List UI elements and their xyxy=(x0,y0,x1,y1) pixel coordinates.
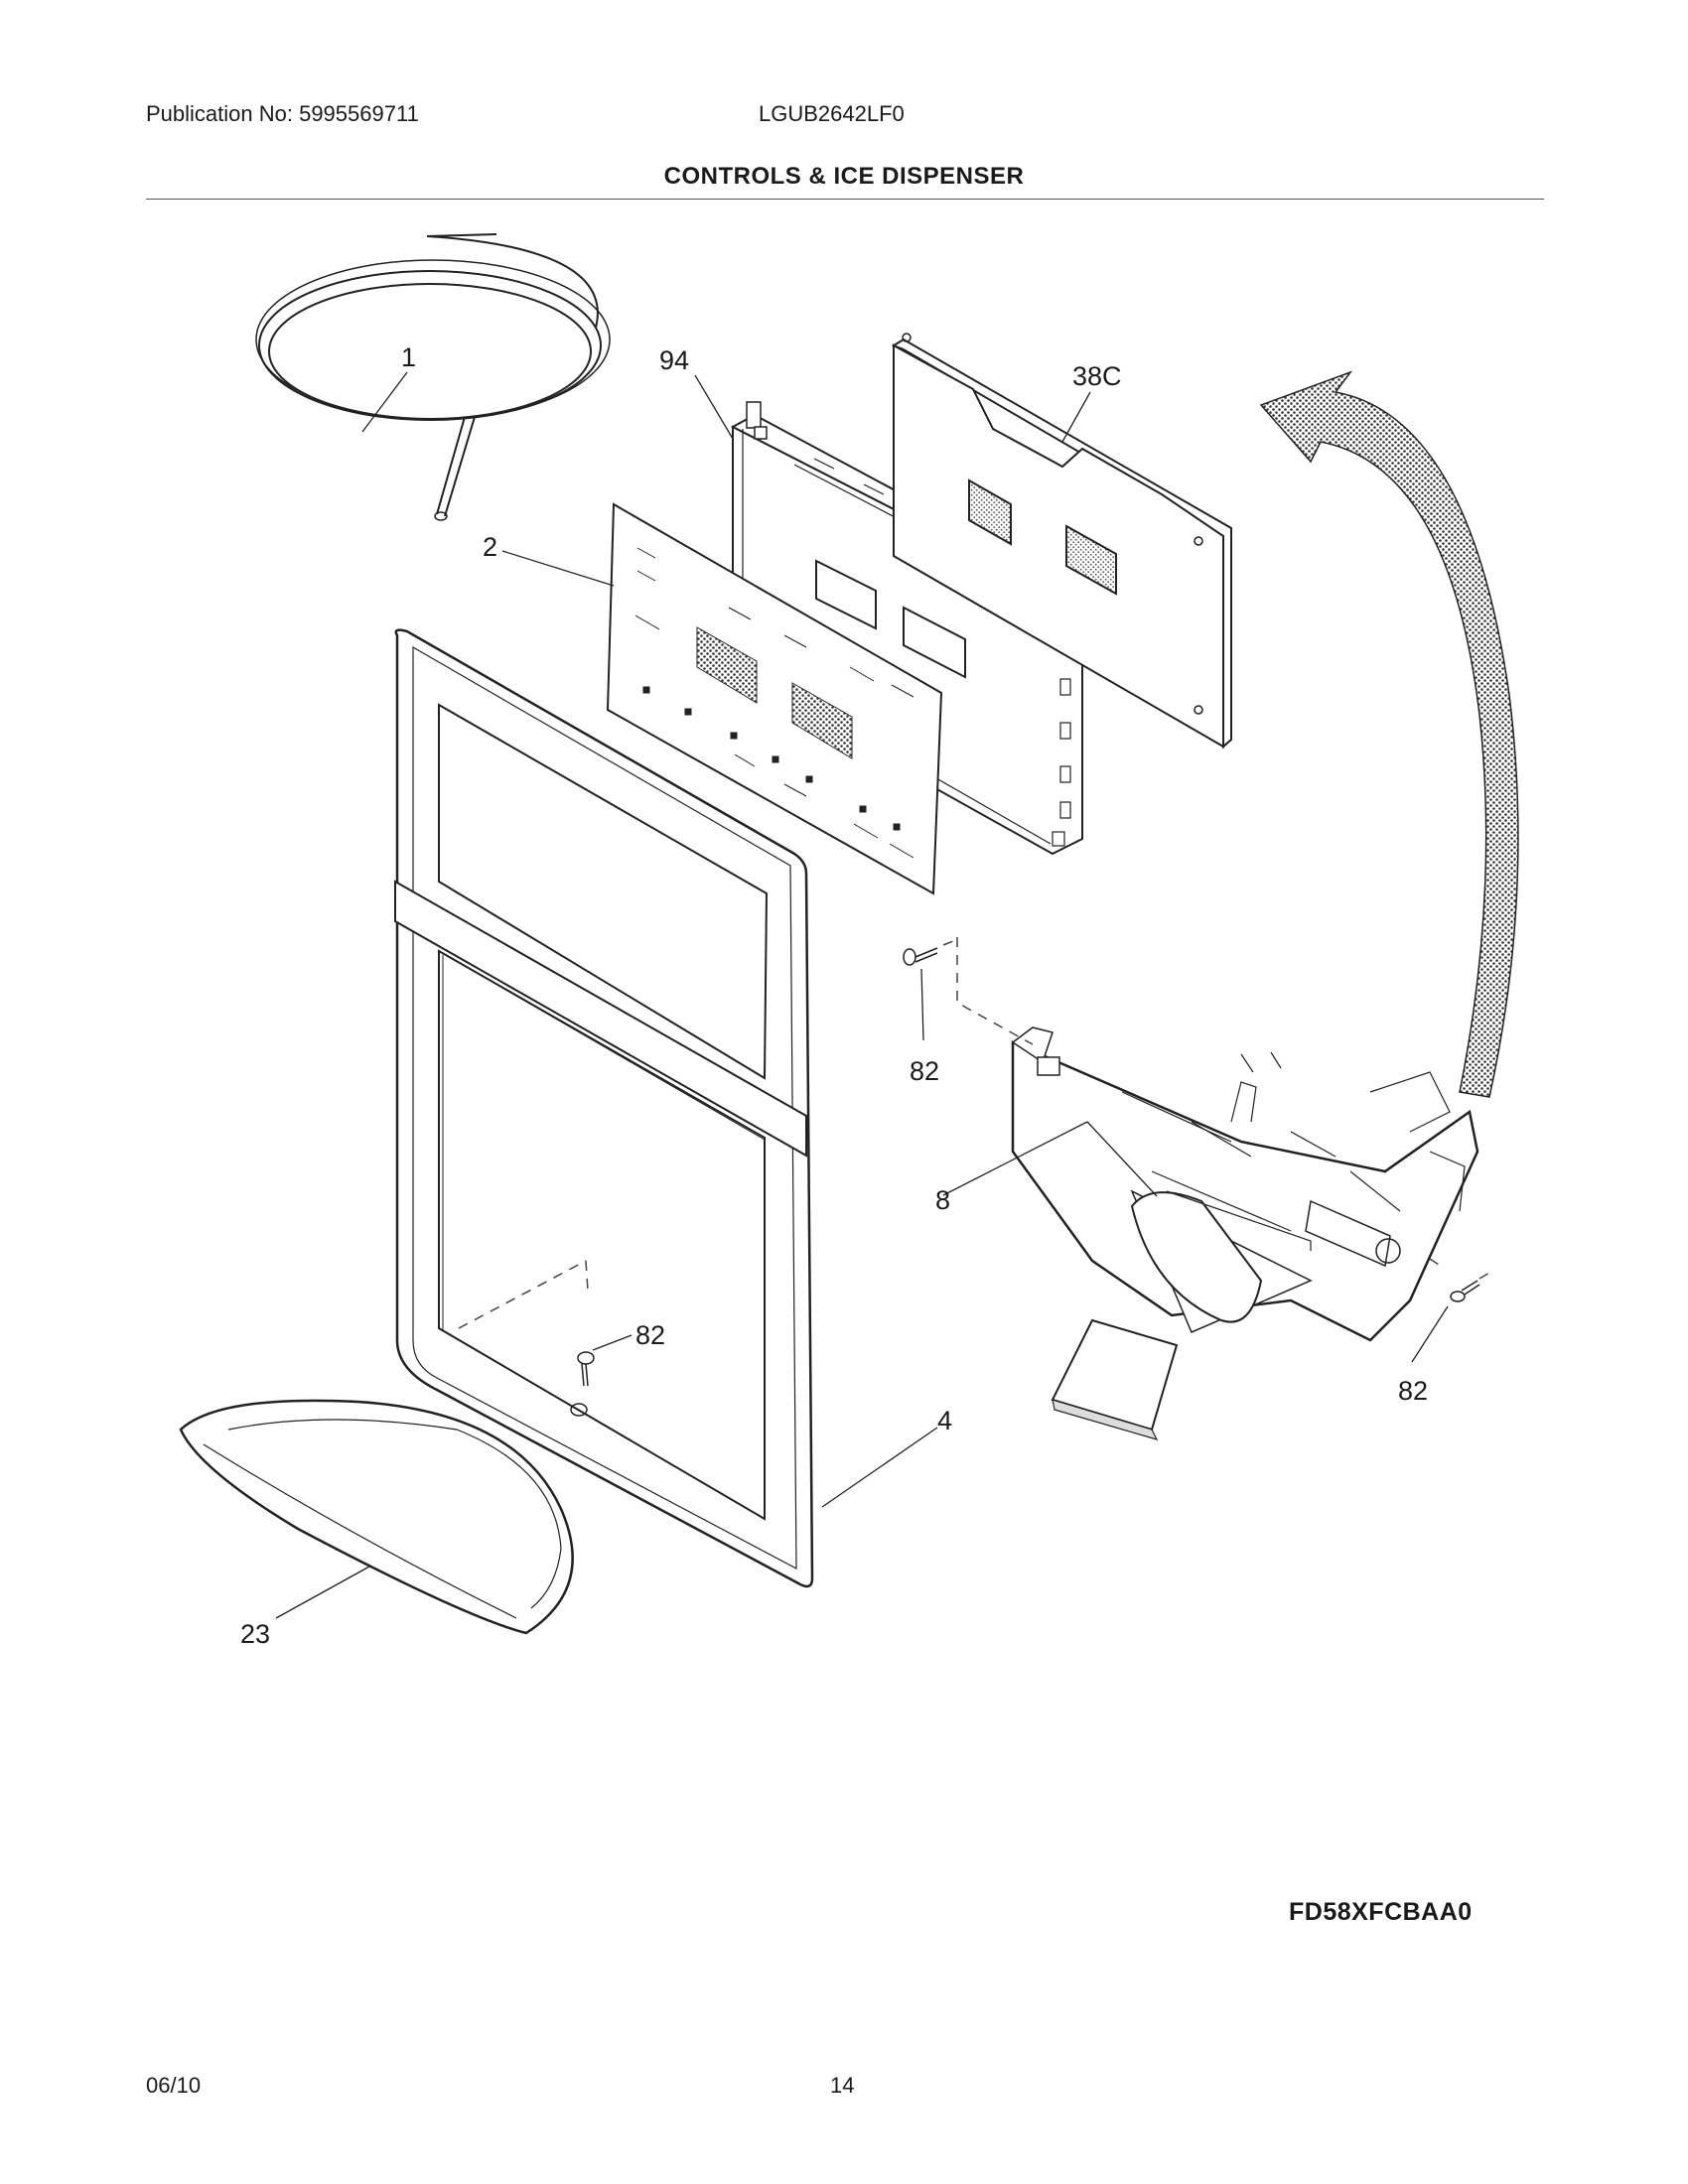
model-number: LGUB2642LF0 xyxy=(759,101,905,126)
callout-94: 94 xyxy=(659,345,689,375)
ice-dispenser-assembly xyxy=(1011,1026,1479,1440)
publication-date: 06/10 xyxy=(146,2073,202,2098)
screw-right-path xyxy=(1429,1258,1490,1280)
screw-center xyxy=(577,1351,595,1387)
screw-upper xyxy=(903,947,938,966)
callout-38c: 38C xyxy=(1072,361,1122,391)
tubing-coil xyxy=(255,233,611,521)
control-board-shield xyxy=(891,333,1232,750)
callout-2: 2 xyxy=(483,532,497,562)
callout-82-right: 82 xyxy=(1398,1376,1428,1406)
dispenser-frame xyxy=(394,628,814,1588)
callout-82-upper: 82 xyxy=(910,1056,939,1086)
screw-right xyxy=(1450,1280,1480,1302)
callout-82-center: 82 xyxy=(635,1320,665,1350)
callout-1: 1 xyxy=(401,342,416,372)
callout-4: 4 xyxy=(937,1406,952,1435)
header-rule xyxy=(146,199,1544,200)
callout-23: 23 xyxy=(240,1619,270,1649)
page-number: 14 xyxy=(830,2073,855,2098)
control-overlay-label xyxy=(606,502,943,895)
drip-tray xyxy=(179,1399,574,1635)
diagram-code: FD58XFCBAA0 xyxy=(1289,1898,1473,1926)
screw-upper-path xyxy=(942,937,1034,1045)
callout-8: 8 xyxy=(935,1185,950,1215)
page-title: CONTROLS & ICE DISPENSER xyxy=(663,163,1025,190)
assembly-direction-arrow xyxy=(1259,370,1519,1098)
leader-lines xyxy=(275,371,1449,1619)
publication-number: Publication No: 5995569711 xyxy=(146,101,419,126)
